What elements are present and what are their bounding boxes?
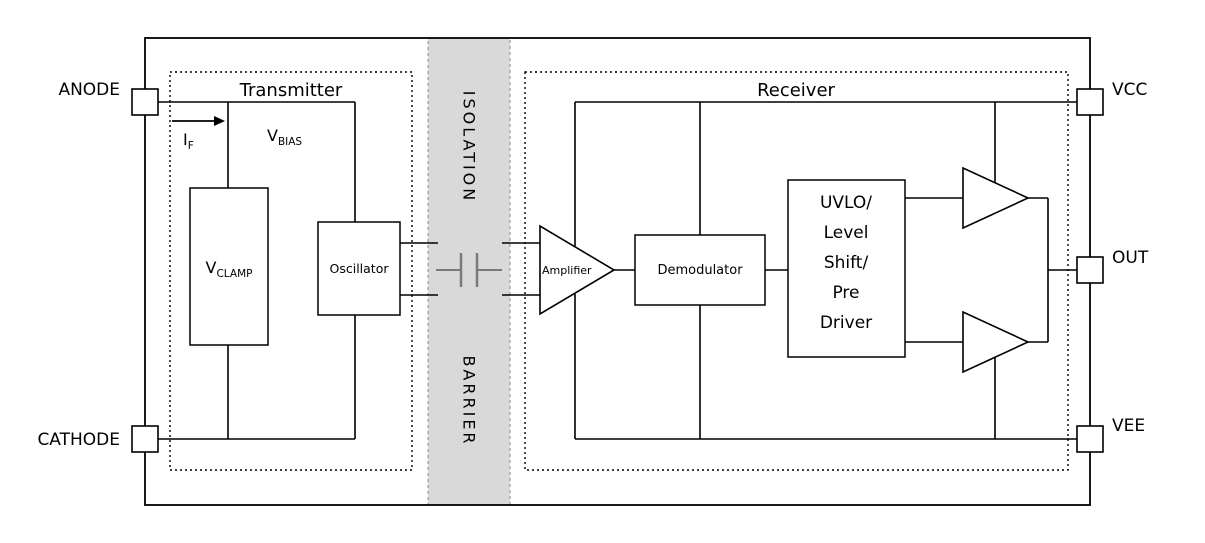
receiver-title: Receiver	[757, 80, 835, 101]
barrier-word-label: BARRIER	[460, 355, 479, 446]
chip-outline	[144, 37, 1091, 506]
oscillator-block	[317, 221, 401, 316]
vclamp-block	[189, 187, 269, 346]
uvlo-label-group: UVLO/ Level Shift/ Pre Driver	[820, 193, 872, 333]
if-current-arrow	[172, 116, 225, 126]
amplifier-label: Amplifier	[542, 264, 592, 277]
pin-cathode-square	[131, 425, 159, 453]
vclamp-label-main: V	[206, 258, 217, 277]
pin-label-cathode: CATHODE	[37, 430, 120, 450]
transmitter-dotted-box	[169, 71, 413, 471]
pin-out-square	[1076, 256, 1104, 284]
pin-label-out: OUT	[1112, 248, 1149, 268]
uvlo-label-line2: Level	[824, 223, 869, 243]
pin-anode-square	[131, 88, 159, 116]
receiver-dotted-box	[524, 71, 1069, 471]
demodulator-block	[634, 234, 766, 306]
pin-vee-square	[1076, 425, 1104, 453]
transmitter-title: Transmitter	[239, 80, 343, 101]
uvlo-levelshift-predriver-block	[787, 179, 906, 358]
uvlo-label-line4: Pre	[832, 283, 859, 303]
pin-label-anode: ANODE	[58, 80, 120, 100]
isolation-capacitor-symbol	[436, 253, 502, 287]
if-arrow-head-icon	[214, 116, 225, 126]
signal-chain-wires	[614, 197, 963, 343]
vclamp-label: VCLAMP	[206, 258, 253, 280]
vbias-label-main: V	[267, 126, 278, 145]
driver-buffer-top-triangle	[962, 166, 1030, 230]
vbias-label-sub: BIAS	[278, 136, 302, 148]
isolation-word-label: ISOLATION	[460, 91, 479, 204]
pin-label-vee: VEE	[1112, 416, 1145, 436]
coupling-signal-wires	[400, 242, 540, 296]
demodulator-label: Demodulator	[657, 263, 743, 278]
oscillator-label: Oscillator	[330, 261, 390, 276]
uvlo-label-line3: Shift/	[824, 253, 869, 273]
pin-vcc-square	[1076, 88, 1104, 116]
pin-label-vcc: VCC	[1112, 80, 1147, 100]
anode-net-wire	[158, 101, 356, 222]
output-net-wire	[1028, 197, 1077, 343]
vclamp-label-sub: CLAMP	[216, 268, 252, 280]
receiver-supply-verticals	[574, 102, 996, 439]
vbias-label: VBIAS	[267, 126, 302, 148]
amplifier-triangle	[539, 224, 616, 316]
uvlo-label-line5: Driver	[820, 313, 872, 333]
isolation-barrier-band	[427, 37, 511, 506]
uvlo-label-line1: UVLO/	[820, 193, 872, 213]
cathode-net-wire	[158, 315, 356, 440]
driver-buffer-bottom-triangle	[962, 310, 1030, 374]
if-label-sub: F	[188, 140, 194, 152]
if-current-label: IF	[183, 130, 194, 152]
if-label-main: I	[183, 130, 188, 149]
